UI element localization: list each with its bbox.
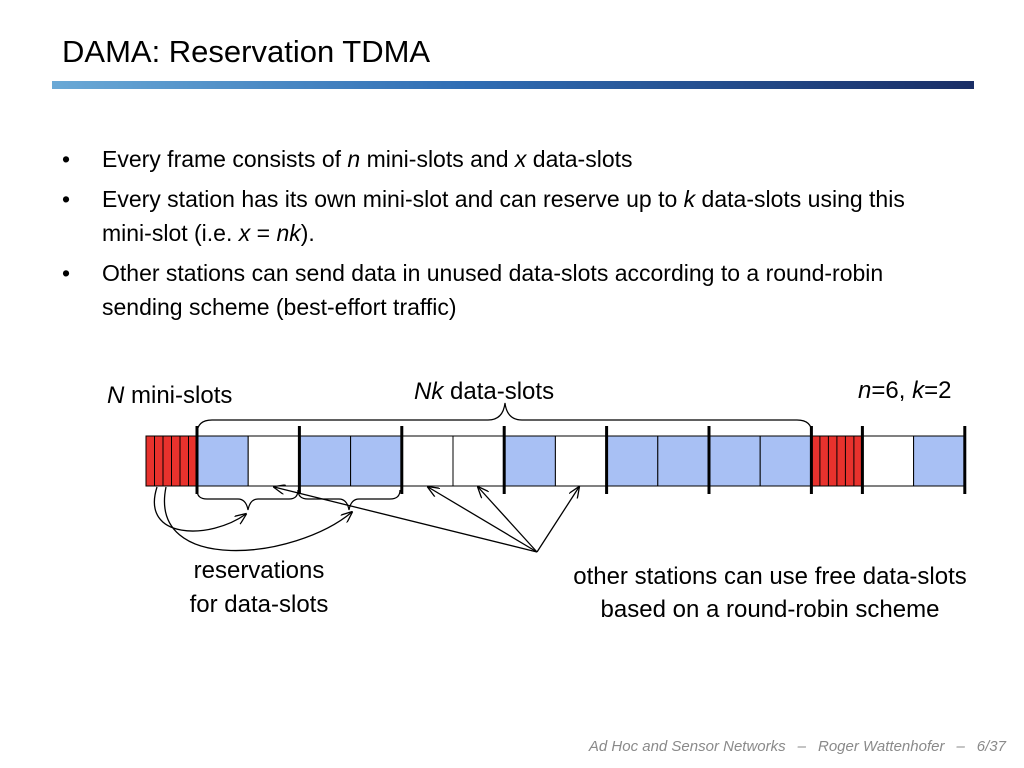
- title-underline-bar: [52, 81, 974, 89]
- reservation-arrow-1: [153, 486, 246, 532]
- reservations-caption-line2: for data-slots: [190, 591, 329, 618]
- footer-separator: –: [956, 738, 965, 755]
- reservation-brace-left: [196, 489, 299, 511]
- data-slots-brace: [196, 402, 813, 435]
- footer-author: Roger Wattenhofer: [817, 738, 945, 755]
- reserved-data-slot: [196, 435, 249, 487]
- free-slots-caption-line1: other stations can use free data-slots: [573, 563, 967, 590]
- bullet-item: Other stations can send data in unused d…: [62, 256, 942, 324]
- bullet-list: Every frame consists of n mini-slots and…: [62, 142, 942, 330]
- free-data-slot: [861, 435, 915, 487]
- reserved-data-slot: [298, 435, 352, 487]
- free-data-slot: [247, 435, 300, 487]
- nk-data-slots-label: Nk data-slots: [414, 378, 554, 405]
- parameters-label: n=6, k=2: [858, 377, 951, 404]
- footer-course: Ad Hoc and Sensor Networks: [588, 738, 786, 755]
- reserved-data-slot: [759, 435, 812, 487]
- reserved-data-slot: [350, 435, 403, 487]
- slide-footer: Ad Hoc and Sensor Networks–Roger Wattenh…: [589, 738, 1006, 755]
- frame-boundaries: [195, 426, 967, 494]
- free-data-slot: [401, 435, 454, 487]
- reservation-arrow-2: [163, 486, 352, 552]
- reservation-brace-right: [297, 489, 401, 511]
- frame-slots: [145, 435, 966, 487]
- tdma-frame-diagram: N mini-slots Nk data-slots n=6, k=2 rese…: [107, 377, 967, 623]
- footer-separator: –: [797, 738, 806, 755]
- reserved-data-slot: [657, 435, 710, 487]
- reservations-caption-line1: reservations: [194, 557, 325, 584]
- bullet-item: Every station has its own mini-slot and …: [62, 182, 942, 250]
- reserved-data-slot: [913, 435, 966, 487]
- reserved-data-slot: [708, 435, 761, 487]
- reserved-data-slot: [503, 435, 556, 487]
- n-mini-slots-label: N mini-slots: [107, 382, 232, 409]
- free-slot-arrow-1: [274, 487, 538, 553]
- reserved-data-slot: [606, 435, 659, 487]
- slide-title: DAMA: Reservation TDMA: [62, 34, 431, 69]
- bullet-item: Every frame consists of n mini-slots and…: [62, 142, 942, 176]
- free-slots-caption-line2: based on a round-robin scheme: [601, 596, 940, 623]
- free-slot-arrow-4: [536, 487, 579, 553]
- footer-page-number: 6/37: [976, 738, 1006, 755]
- free-data-slot: [452, 435, 505, 487]
- free-slot-arrow-2: [428, 487, 538, 553]
- free-data-slot: [554, 435, 608, 487]
- free-slot-arrow-3: [478, 487, 538, 553]
